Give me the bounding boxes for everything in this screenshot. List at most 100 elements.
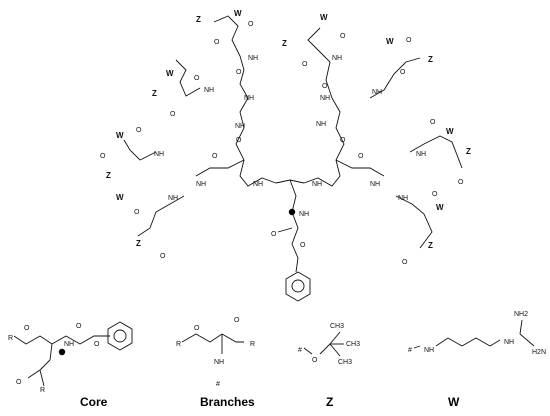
o-label: O — [312, 357, 318, 364]
nh-label: NH — [332, 55, 342, 62]
nh-label: NH — [504, 339, 514, 346]
z-group: Z — [136, 239, 141, 248]
branch-left-inner: NH NH NH O O NH O — [195, 55, 277, 188]
attachment-dot — [58, 348, 66, 356]
r-label: R — [250, 341, 255, 348]
o-label: O — [76, 323, 82, 330]
o-label: O — [194, 325, 200, 332]
o-label: O — [340, 33, 346, 40]
o-label: O — [322, 83, 328, 90]
terminal-left-upper: W O Z O NH — [152, 59, 214, 118]
o-label: O — [430, 119, 436, 126]
z-group: Z — [428, 55, 433, 64]
nh-label: NH — [370, 181, 380, 188]
o-label: O — [340, 137, 346, 144]
nh-label: NH — [235, 123, 245, 130]
o-label: O — [236, 137, 242, 144]
caption-core: Core — [80, 395, 108, 409]
w-group: W — [320, 13, 328, 22]
o-label: O — [402, 259, 408, 266]
nh-label: NH — [214, 359, 224, 366]
r-label: R — [40, 387, 45, 394]
nh-label: NH — [244, 95, 254, 102]
z-group: Z — [466, 147, 471, 156]
o-label: O — [406, 37, 412, 44]
o-label: O — [100, 153, 106, 160]
legend-z: # O CH3 CH3 CH3 Z — [298, 323, 360, 409]
nh-label: NH — [416, 151, 426, 158]
o-label: O — [358, 153, 364, 160]
nh-label: NH — [320, 95, 330, 102]
z-group: Z — [282, 39, 287, 48]
o-label: O — [170, 111, 176, 118]
nh-label: NH — [398, 195, 408, 202]
nh-label: NH — [372, 89, 382, 96]
terminal-left-middle: W O Z O NH — [100, 127, 164, 180]
terminal-left-lower: W O Z O NH — [116, 193, 185, 260]
hash-label: # — [216, 381, 220, 388]
nh-label: NH — [312, 181, 322, 188]
nh-label: NH — [248, 55, 258, 62]
o-label: O — [248, 21, 254, 28]
o-label: O — [214, 39, 220, 46]
o-label: O — [234, 317, 240, 324]
w-group: W — [116, 193, 124, 202]
nh-label: NH — [154, 151, 164, 158]
o-label: O — [302, 61, 308, 68]
caption-w: W — [448, 395, 460, 409]
benzene-ring — [285, 271, 311, 302]
nh-label: NH — [64, 341, 74, 348]
o-label: O — [194, 75, 200, 82]
ch3-label: CH3 — [330, 323, 344, 330]
branch-right-inner: NH NH NH O O O NH — [303, 83, 385, 188]
nh2-label: NH2 — [514, 311, 528, 318]
caption-z: Z — [326, 395, 333, 409]
benzene-ring — [107, 321, 133, 351]
o-label: O — [432, 191, 438, 198]
o-label: O — [236, 69, 242, 76]
w-group: W — [446, 127, 454, 136]
core-o1: O — [271, 231, 277, 238]
terminal-top-right: W O Z O NH — [282, 13, 346, 99]
w-group: W — [436, 203, 444, 212]
terminal-top-left: NH W O Z O — [196, 9, 258, 62]
nh-label: NH — [253, 181, 263, 188]
o-label: O — [136, 127, 142, 134]
legend-w: # NH NH NH2 H2N W — [408, 311, 546, 409]
legend-branches: R O O R NH # Branches — [176, 317, 255, 409]
caption-branches: Branches — [200, 395, 255, 409]
z-group: Z — [196, 15, 201, 24]
o-label: O — [16, 379, 22, 386]
w-group: W — [386, 37, 394, 46]
z-group: Z — [428, 241, 433, 250]
nh-label: NH — [316, 121, 326, 128]
z-group: Z — [152, 89, 157, 98]
hash-label: # — [298, 347, 302, 354]
o-label: O — [212, 153, 218, 160]
z-group: Z — [106, 171, 111, 180]
nh-label: NH — [196, 181, 206, 188]
o-label: O — [134, 209, 140, 216]
o-label: O — [94, 341, 100, 348]
w-group: W — [166, 69, 174, 78]
nh-label: NH — [168, 195, 178, 202]
o-label: O — [400, 69, 406, 76]
o-label: O — [458, 179, 464, 186]
nh-label: NH — [424, 347, 434, 354]
core-group: NH O O — [271, 179, 311, 302]
terminal-right-upper: W O Z O NH — [369, 37, 433, 99]
r-label: R — [176, 341, 181, 348]
dendrimer-structure: NH O O NH NH NH O O NH O NH NH NH O — [100, 9, 471, 302]
terminal-right-middle: W O Z O NH — [409, 119, 471, 186]
ch3-label: CH3 — [346, 341, 360, 348]
nh-label: NH — [204, 87, 214, 94]
r-label: R — [8, 335, 13, 342]
core-o2: O — [300, 242, 306, 249]
o-label: O — [160, 253, 166, 260]
w-group: W — [234, 9, 242, 18]
w-group: W — [116, 131, 124, 140]
hash-label: # — [408, 347, 412, 354]
o-label: O — [24, 325, 30, 332]
attachment-dot — [288, 208, 296, 216]
